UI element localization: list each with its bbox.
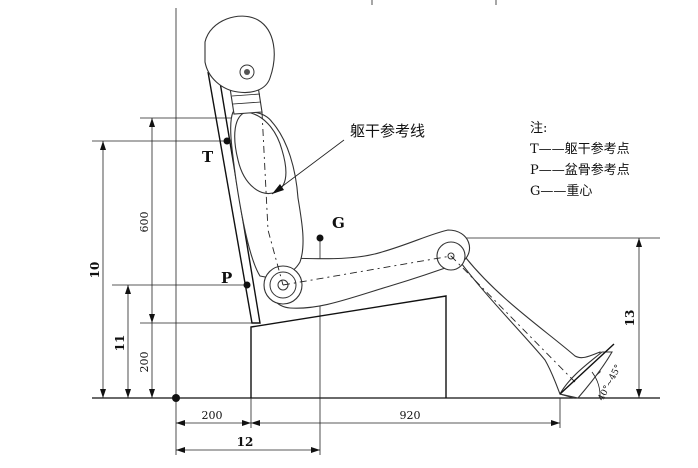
neck-segment [231, 93, 261, 97]
dim-200h-label: 200 [202, 409, 223, 422]
g-point [316, 234, 324, 242]
dim-920-label: 920 [400, 409, 421, 422]
head [204, 15, 275, 94]
hip-joint-inner [269, 271, 297, 299]
dim-11-label: 11 [113, 335, 127, 352]
arrow [149, 389, 155, 398]
legend-item-p: P——盆骨参考点 [530, 162, 630, 178]
arrow [636, 238, 642, 247]
p-point [243, 281, 251, 289]
arrow [100, 389, 106, 398]
label-p: P [221, 269, 232, 287]
foot-angle [559, 343, 615, 399]
human-figure [204, 15, 613, 399]
arrow [100, 141, 106, 150]
arrow [251, 420, 260, 426]
arrow [176, 420, 185, 426]
dim-13-label: 13 [623, 310, 637, 327]
dim-600-label: 600 [138, 212, 151, 233]
label-t: T [202, 148, 214, 166]
foot [559, 351, 613, 399]
neck-segment [232, 101, 262, 105]
torso-line-leader [271, 139, 345, 195]
legend-item-g: G——重心 [530, 183, 592, 199]
legend-title: 注: [530, 121, 547, 136]
arrow [311, 447, 320, 453]
t-point [223, 137, 231, 145]
ear-center [244, 69, 250, 75]
reference-points [172, 137, 324, 402]
origin-point [172, 394, 180, 402]
dim-12-label: 12 [237, 435, 254, 449]
arrow [125, 285, 131, 294]
arrow [636, 389, 642, 398]
foot-sole-line [559, 343, 615, 395]
center-lines [261, 111, 576, 383]
arrow [125, 389, 131, 398]
dim-200v-label: 200 [138, 352, 151, 373]
thigh-center-line [282, 255, 452, 286]
torso-center-line [261, 111, 284, 286]
arrow [242, 420, 251, 426]
label-torso-line: 躯干参考线 [350, 122, 425, 140]
text-labels: T P G 躯干参考线 注: T——躯干参考点 P——盆骨参考点 G——重心 1… [88, 121, 637, 449]
arrow [176, 447, 185, 453]
knee-pivot [447, 252, 455, 260]
seat-cushion [250, 295, 447, 398]
legend-item-t: T——躯干参考点 [530, 141, 630, 157]
arrow [551, 420, 560, 426]
leader-arrow [272, 184, 284, 194]
shank-center-line [450, 255, 576, 383]
label-g: G [332, 214, 345, 232]
dimension-lines [100, 118, 642, 453]
arrow [149, 118, 155, 127]
hip-pivot [277, 279, 289, 291]
seat [250, 295, 447, 398]
arrow [149, 314, 155, 323]
dim-10-label: 10 [88, 262, 102, 279]
foot-angle-arc [591, 371, 601, 399]
